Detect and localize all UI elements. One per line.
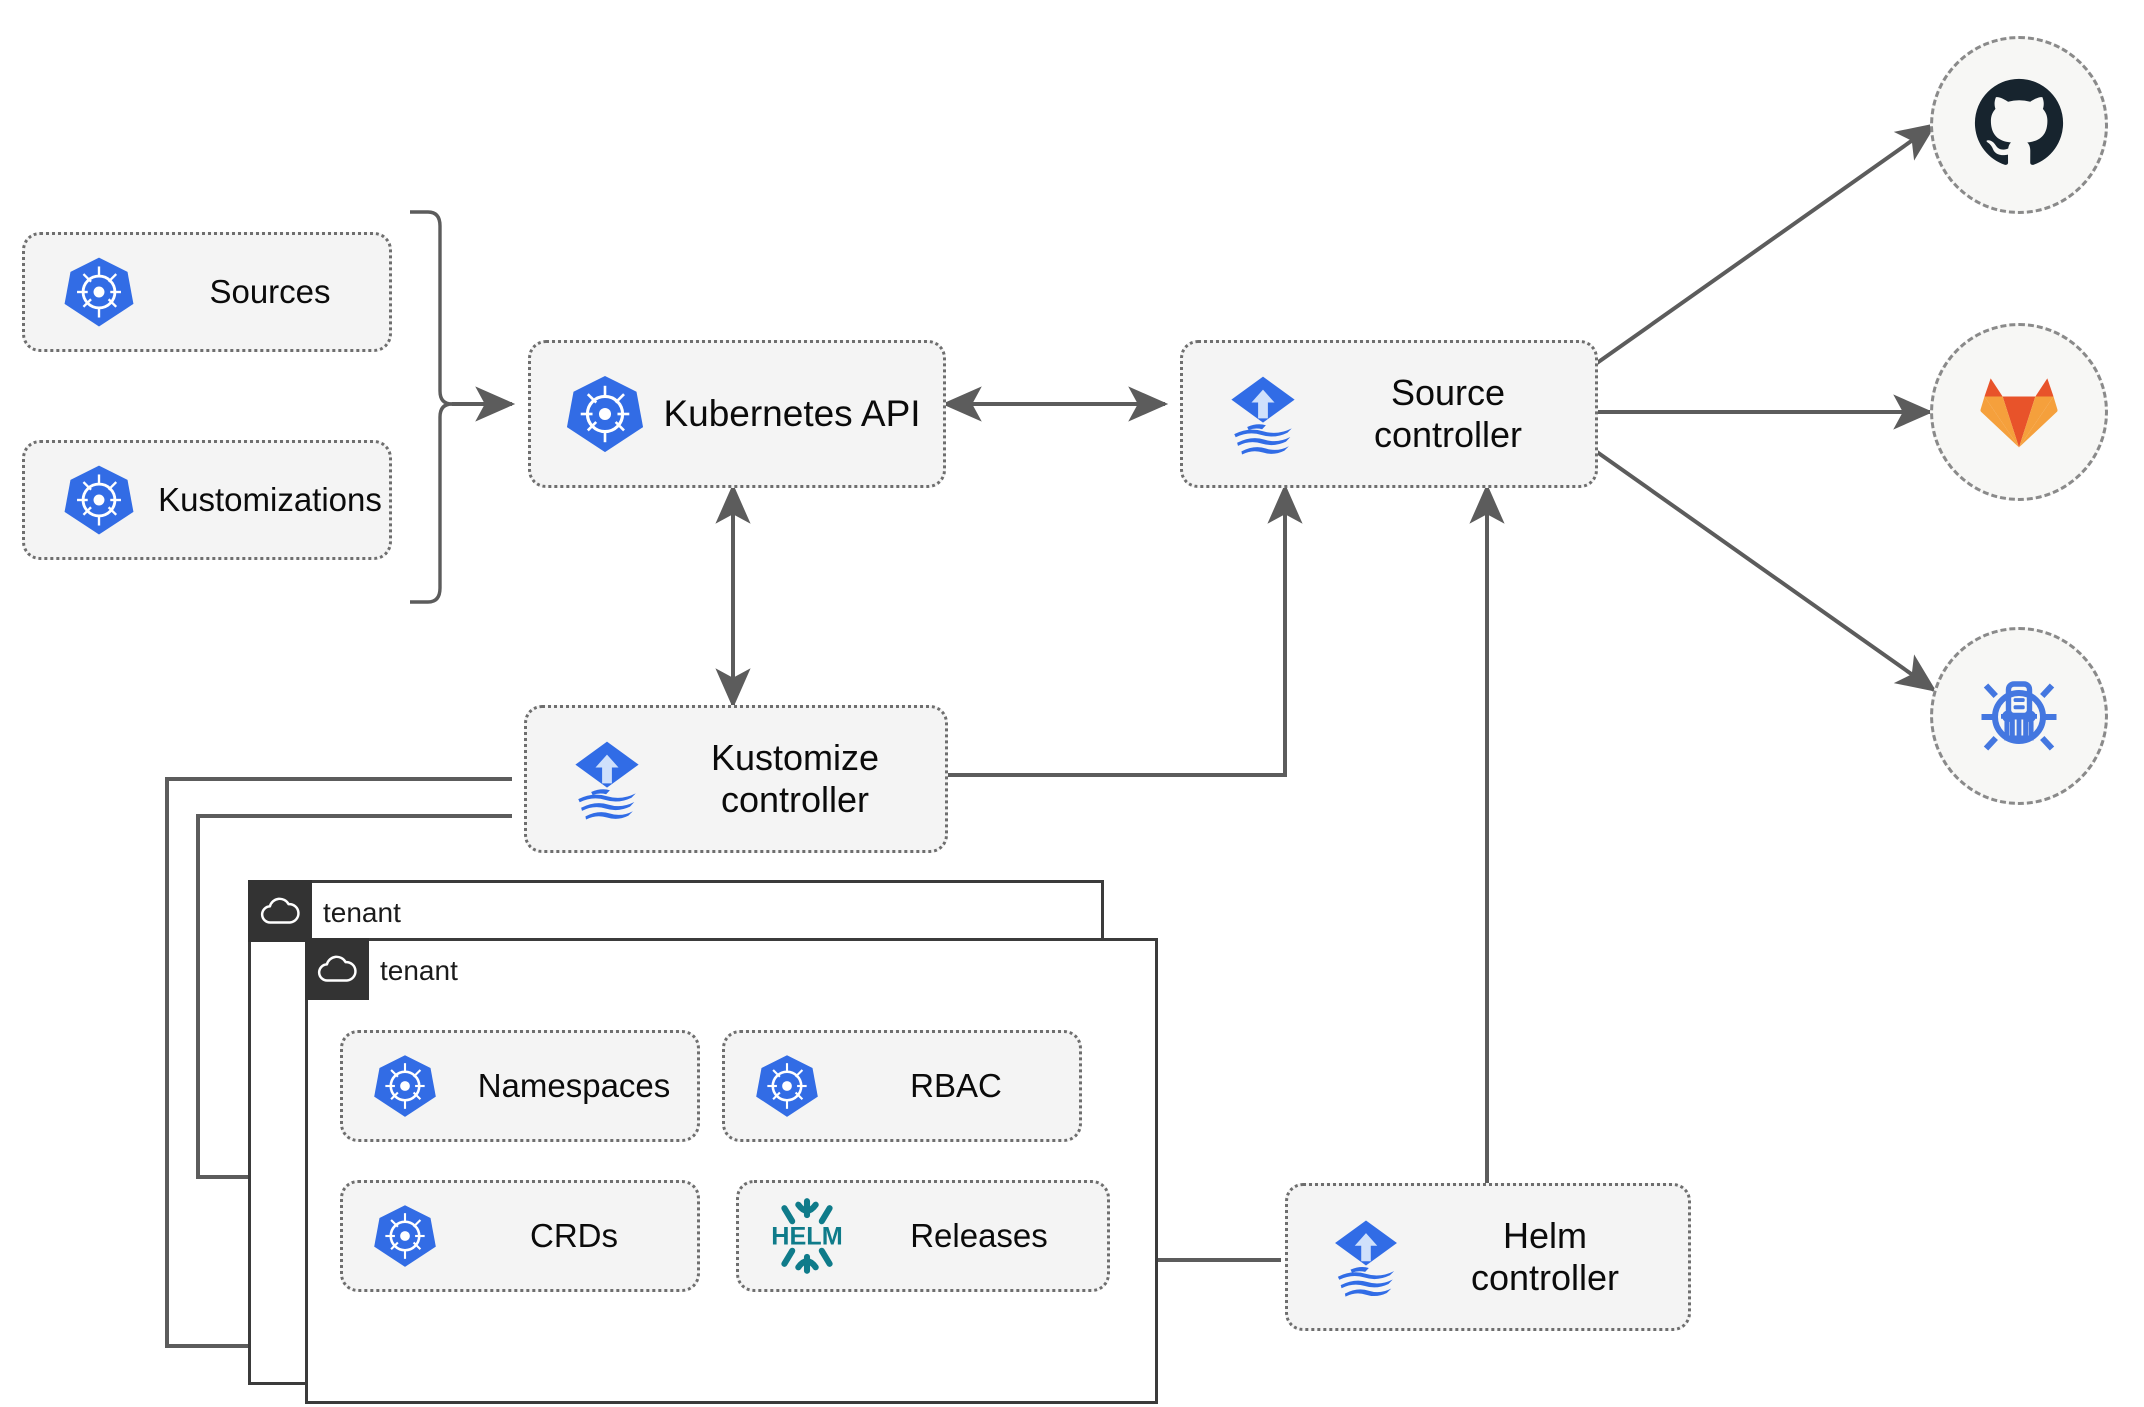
tenant-label: tenant — [323, 897, 401, 928]
node-label: Source controller — [1373, 371, 1523, 455]
node-label: Kustomizations — [158, 480, 382, 518]
tenant-container-inner[interactable]: tenant — [305, 938, 1158, 1404]
node-label: Kubernetes API — [663, 393, 921, 435]
node-label: Releases — [910, 1216, 1048, 1254]
kubernetes-icon — [359, 1052, 451, 1120]
flux-icon — [1205, 368, 1321, 460]
flux-icon — [549, 733, 665, 825]
input-bracket — [410, 210, 453, 604]
node-namespaces[interactable]: Namespaces — [340, 1030, 700, 1142]
edge-source-to-github — [1595, 123, 1937, 365]
node-label: Helm controller — [1470, 1214, 1620, 1298]
node-label: CRDs — [530, 1216, 618, 1254]
node-source-controller[interactable]: Source controller — [1180, 340, 1598, 488]
provider-oci-registry[interactable] — [1930, 627, 2108, 805]
node-kustomize-controller[interactable]: Kustomize controller — [524, 705, 948, 853]
kubernetes-icon — [551, 372, 659, 456]
oci-registry-icon — [1971, 666, 2067, 767]
tenant-label: tenant — [380, 955, 458, 986]
kubernetes-icon — [47, 254, 151, 330]
edge-source-to-oci — [1595, 450, 1937, 692]
node-rbac[interactable]: RBAC — [722, 1030, 1082, 1142]
gitlab-icon — [1973, 364, 2065, 461]
provider-gitlab[interactable] — [1930, 323, 2108, 501]
node-crds[interactable]: CRDs — [340, 1180, 700, 1292]
kubernetes-icon — [741, 1052, 833, 1120]
node-label: RBAC — [910, 1066, 1002, 1104]
kubernetes-icon — [359, 1202, 451, 1270]
node-releases[interactable]: HELM Releases — [736, 1180, 1110, 1292]
node-label: Namespaces — [477, 1066, 671, 1104]
node-helm-controller[interactable]: Helm controller — [1285, 1183, 1691, 1331]
svg-text:HELM: HELM — [771, 1223, 842, 1251]
flux-icon — [1310, 1212, 1422, 1302]
helm-icon: HELM — [753, 1196, 861, 1276]
kubernetes-icon — [47, 462, 151, 538]
node-kustomizations[interactable]: Kustomizations — [22, 440, 392, 560]
node-sources[interactable]: Sources — [22, 232, 392, 352]
edge-kustomize-to-source — [945, 483, 1303, 777]
node-kubernetes-api[interactable]: Kubernetes API — [528, 340, 946, 488]
node-label: Sources — [209, 272, 331, 310]
node-label: Kustomize controller — [710, 736, 880, 820]
cloud-icon — [248, 880, 312, 942]
cloud-icon — [305, 938, 369, 1000]
github-icon — [1973, 77, 2065, 174]
provider-github[interactable] — [1930, 36, 2108, 214]
